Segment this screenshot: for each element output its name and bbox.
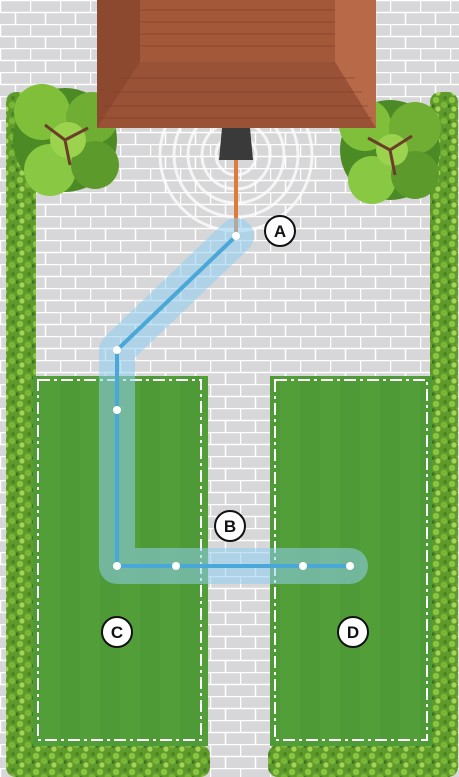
marker-d: D [337,616,369,648]
hedge-left [6,92,36,777]
hedge-bottom-right [268,745,448,777]
hedge-bottom-left [20,745,210,777]
charging-station-icon [219,128,253,160]
guide-wire [115,234,350,568]
waypoint [346,562,354,570]
waypoint [113,562,121,570]
waypoint [113,406,121,414]
hedge-right [430,92,458,777]
marker-a-label: A [274,222,286,241]
boundary-zone-c [37,379,202,741]
waypoint [299,562,307,570]
marker-c-label: C [111,623,123,642]
marker-d-label: D [347,623,359,642]
waypoint [232,232,240,240]
marker-b-label: B [224,517,236,536]
waypoint [172,562,180,570]
hedge-border [6,92,458,777]
waypoint [113,346,121,354]
tree-left [13,84,119,196]
waypoints [113,232,354,570]
marker-b: B [214,510,246,542]
house-roof [97,0,376,128]
marker-a: A [264,215,296,247]
marker-c: C [101,616,133,648]
